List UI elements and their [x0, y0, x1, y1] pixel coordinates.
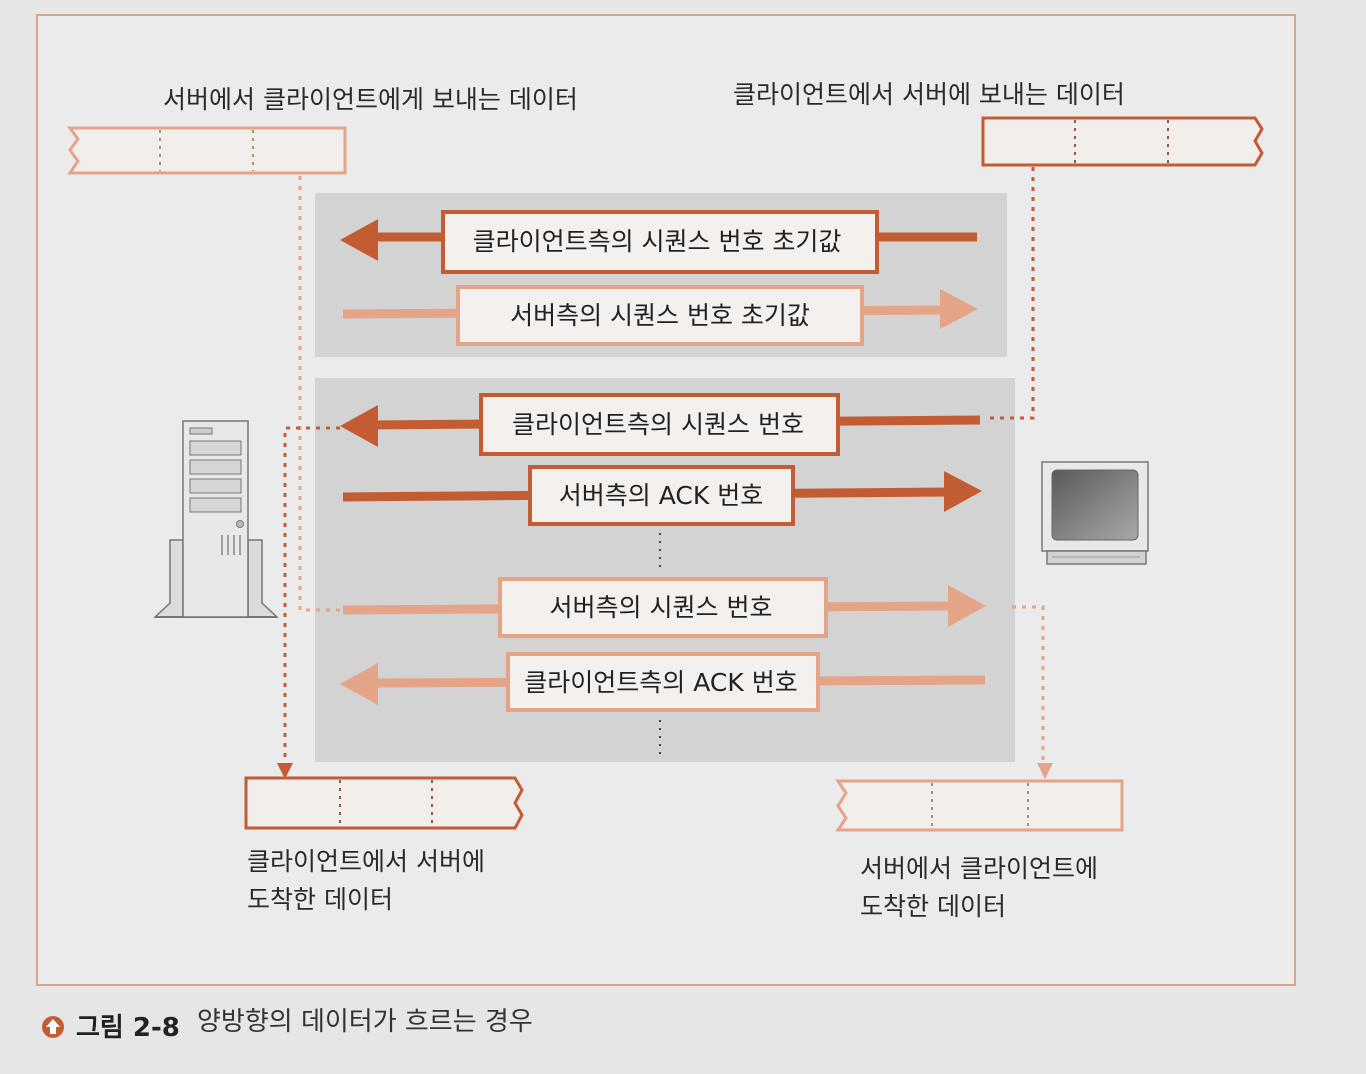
bottom-right-label-line2: 도착한 데이터 [860, 892, 1006, 921]
client-arrived-data-bar [835, 779, 1124, 832]
caption-number: 그림 2-8 [76, 1013, 180, 1043]
server-send-data-bar [67, 126, 347, 175]
top-left-label: 서버에서 클라이언트에게 보내는 데이터 [163, 85, 578, 114]
arrow-client-ack: 클라이언트측의 ACK 번호 [340, 652, 986, 712]
arrow-label: 클라이언트측의 시퀀스 번호 초기값 [473, 227, 842, 256]
bottom-right-label-line1: 서버에서 클라이언트에 [860, 854, 1098, 883]
arrow-label: 서버측의 ACK 번호 [559, 481, 763, 510]
arrow-label: 클라이언트측의 ACK 번호 [524, 668, 797, 697]
client-arrival-connector [1012, 605, 1053, 779]
arrow-client-initial-seq: 클라이언트측의 시퀀스 번호 초기값 [340, 210, 977, 274]
arrow-label: 서버측의 시퀀스 번호 초기값 [510, 301, 810, 330]
monitor-icon [1041, 461, 1149, 565]
arrow-label: 클라이언트측의 시퀀스 번호 [512, 410, 804, 439]
caption-text: 양방향의 데이터가 흐르는 경우 [197, 1007, 533, 1037]
bottom-left-label-line2: 도착한 데이터 [247, 885, 393, 914]
server-data-connector [298, 176, 343, 612]
bottom-left-label-line1: 클라이언트에서 서버에 [247, 847, 485, 876]
server-arrival-connector [277, 426, 340, 779]
arrow-client-seq: 클라이언트측의 시퀀스 번호 [340, 393, 981, 456]
server-tower-icon [153, 420, 279, 618]
top-right-label: 클라이언트에서 서버에 보내는 데이터 [733, 80, 1125, 109]
arrow-server-initial-seq: 서버측의 시퀀스 번호 초기값 [342, 285, 978, 346]
client-data-connector [985, 167, 1035, 420]
server-arrived-data-bar [244, 776, 524, 830]
circle-arrow-up-icon [42, 1016, 64, 1038]
arrow-server-seq: 서버측의 시퀀스 번호 [342, 577, 986, 638]
arrow-label: 서버측의 시퀀스 번호 [550, 593, 773, 622]
client-send-data-bar [981, 116, 1264, 167]
arrow-server-ack: 서버측의 ACK 번호 [342, 465, 982, 526]
